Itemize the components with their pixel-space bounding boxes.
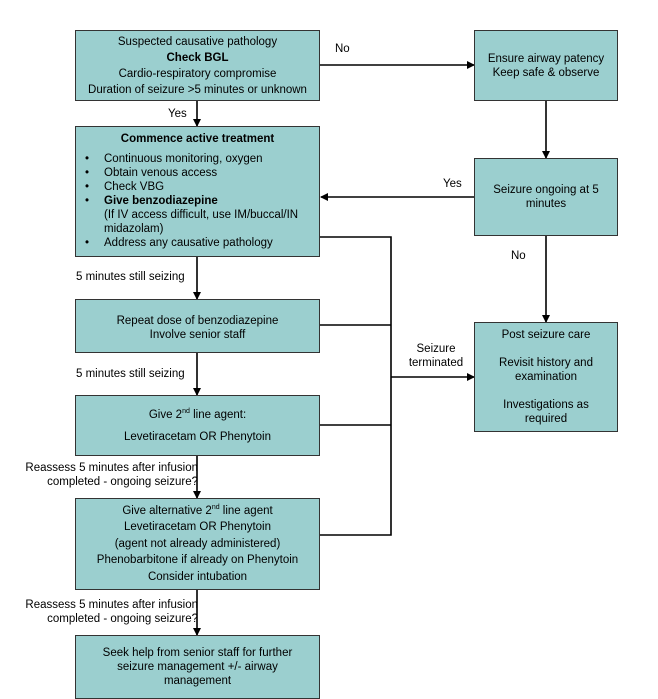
second-line1-pre: Give 2 — [148, 408, 183, 421]
airway-line2: Keep safe & observe — [492, 66, 600, 79]
post-line2: Revisit history and examination — [499, 357, 593, 383]
label-reassess-2: Reassess 5 minutes after infusion comple… — [25, 599, 198, 625]
treatment-item-benzodiazepine: Give benzodiazepine (If IV access diffic… — [76, 194, 319, 236]
alt-line2: Levetiracetam OR Phenytoin — [123, 521, 272, 534]
second-line1-sup: nd — [182, 407, 190, 415]
post-line3: Investigations as required — [503, 399, 589, 425]
repeat-line1: Repeat dose of benzodiazepine — [116, 315, 279, 327]
box-seek-help: Seek help from senior staff for further … — [75, 635, 320, 699]
airway-line1: Ensure airway patency — [487, 52, 605, 65]
second-line1-post: line agent: — [189, 408, 247, 421]
alt-line1-post: line agent — [219, 504, 273, 517]
second-line1: Give 2nd line agent: — [149, 408, 246, 422]
alt-line3: (agent not already administered) — [114, 537, 281, 550]
box1-line4: Duration of seizure >5 minutes or unknow… — [88, 83, 307, 96]
treatment-item: Address any causative pathology — [76, 236, 319, 250]
box-seizure-ongoing: Seizure ongoing at 5 minutes — [474, 158, 618, 236]
box-airway: Ensure airway patency Keep safe & observ… — [474, 30, 618, 101]
alt-line1-sup: nd — [211, 503, 220, 511]
line-terminated-bracket — [320, 236, 392, 536]
box1-line1: Suspected causative pathology — [117, 35, 278, 48]
treatment-item: Check VBG — [76, 180, 319, 194]
treatment-title: Commence active treatment — [120, 133, 275, 145]
treatment-benzo-label: Give benzodiazepine — [104, 195, 218, 207]
label-reassess-1: Reassess 5 minutes after infusion comple… — [25, 462, 198, 488]
label-no-top: No — [335, 43, 350, 55]
second-line2: Levetiracetam OR Phenytoin — [123, 430, 272, 443]
label-still-seizing-1: 5 minutes still seizing — [76, 271, 185, 283]
treatment-item: Continuous monitoring, oxygen — [76, 152, 319, 166]
alt-line1-pre: Give alternative 2 — [122, 504, 212, 517]
treatment-item: Obtain venous access — [76, 166, 319, 180]
label-no-right: No — [511, 250, 526, 262]
box-active-treatment: Commence active treatment Continuous mon… — [75, 126, 320, 257]
box-post-seizure-care: Post seizure care Revisit history and ex… — [474, 322, 618, 432]
ongoing-text: Seizure ongoing at 5 minutes — [493, 184, 599, 210]
label-yes-top: Yes — [168, 108, 187, 120]
label-seizure-terminated: Seizure terminated — [408, 343, 464, 369]
repeat-line2: Involve senior staff — [149, 329, 246, 341]
box-alternative-agent: Give alternative 2nd line agent Levetira… — [75, 498, 320, 590]
box-repeat-dose: Repeat dose of benzodiazepine Involve se… — [75, 299, 320, 353]
alt-line1: Give alternative 2nd line agent — [122, 503, 272, 520]
label-yes-right: Yes — [443, 178, 462, 190]
box1-line2: Check BGL — [166, 51, 229, 64]
alt-line5: Consider intubation — [147, 570, 248, 583]
box-second-line-agent: Give 2nd line agent: Levetiracetam OR Ph… — [75, 395, 320, 456]
treatment-list: Continuous monitoring, oxygen Obtain ven… — [76, 152, 319, 250]
box-initial-assessment: Suspected causative pathology Check BGL … — [75, 30, 320, 101]
alt-line4: Phenobarbitone if already on Phenytoin — [96, 554, 299, 567]
treatment-benzo-note: (If IV access difficult, use IM/buccal/I… — [104, 209, 299, 235]
label-still-seizing-2: 5 minutes still seizing — [76, 368, 185, 380]
box1-line3: Cardio-respiratory compromise — [118, 67, 277, 80]
help-text: Seek help from senior staff for further … — [102, 647, 293, 687]
post-line1: Post seizure care — [501, 329, 591, 341]
